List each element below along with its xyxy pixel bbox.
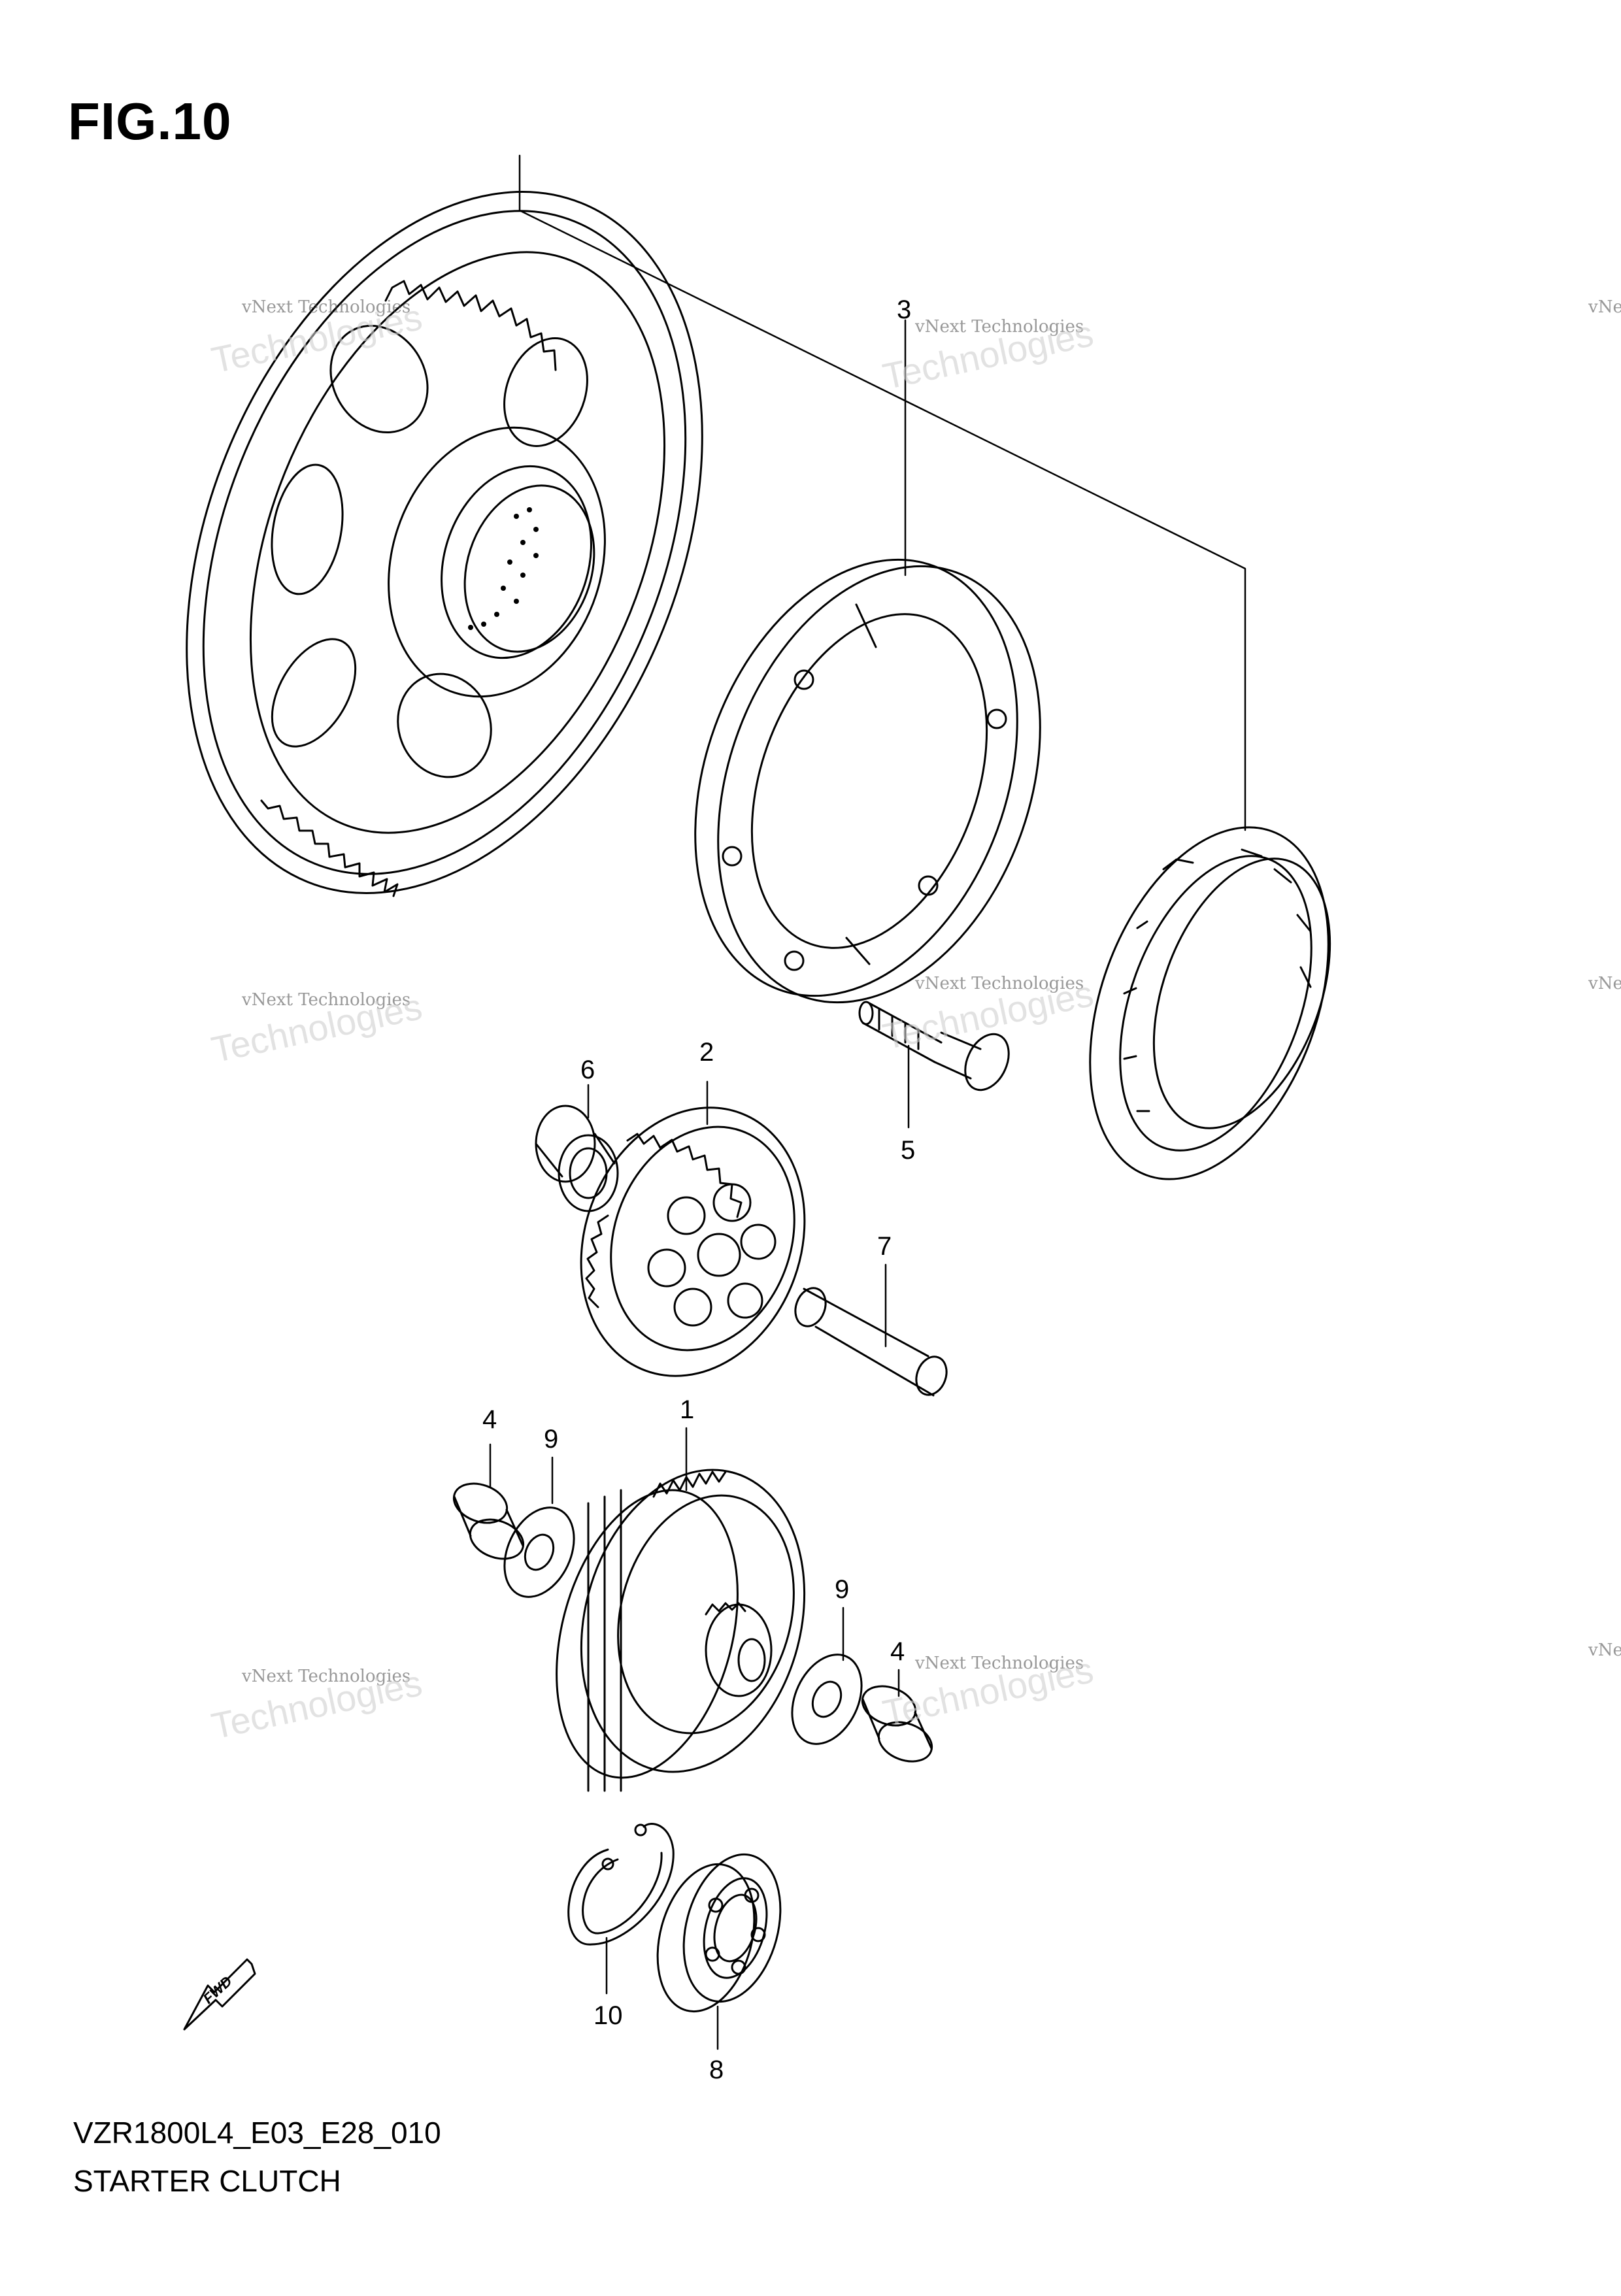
callout-label: 3: [897, 295, 912, 324]
bearing-drawing: [656, 1853, 782, 2013]
circlip-drawing: [567, 1823, 675, 1946]
callout-label: 4: [890, 1637, 905, 1666]
idle-gear-drawing: [580, 1106, 806, 1377]
callout-label: 10: [593, 2001, 623, 2030]
diagram-code: VZR1800L4_E03_E28_010: [73, 2116, 441, 2150]
callout-label: 8: [709, 2055, 724, 2084]
watermark-text: vNext: [1588, 974, 1621, 993]
washer-right-drawing: [791, 1654, 863, 1745]
callout-label: 4: [482, 1405, 497, 1434]
callout-label: 5: [901, 1136, 916, 1165]
bracket-line: [518, 154, 1246, 831]
callout-label: 7: [877, 1232, 892, 1261]
callout-label: 9: [544, 1425, 559, 1454]
shaft-drawing: [794, 1287, 948, 1397]
bushing-left-drawing: [452, 1482, 525, 1560]
clutch-holder-drawing: [694, 558, 1041, 1004]
callout-label: 9: [835, 1575, 850, 1604]
callout-label: 1: [680, 1395, 695, 1424]
watermark-text: vNext: [1588, 1640, 1621, 1660]
watermark-text: vNext Technologies: [242, 1667, 411, 1686]
fwd-arrow-icon: [183, 1958, 256, 2031]
watermark-text: vNext Technologies: [915, 974, 1084, 993]
watermark-text: vNext Technologies: [242, 990, 411, 1010]
bushing-right-drawing: [861, 1685, 933, 1763]
washer-left-drawing: [503, 1506, 575, 1598]
clutch-drum-drawing: [556, 1469, 806, 1792]
diagram-caption: STARTER CLUTCH: [73, 2164, 341, 2198]
watermark-text: vNext Technologies: [242, 297, 411, 317]
watermark-text: vNext: [1588, 297, 1621, 317]
starter-driven-gear-drawing: [186, 191, 703, 897]
one-way-clutch-drawing: [1089, 826, 1331, 1180]
callout-label: 2: [699, 1038, 714, 1067]
bolt-drawing: [858, 1001, 1010, 1091]
figure-title: FIG.10: [68, 92, 232, 150]
callout-label: 6: [580, 1056, 595, 1084]
watermark-text: vNext Technologies: [915, 1654, 1084, 1673]
watermark-text: vNext Technologies: [915, 317, 1084, 337]
bushing-drawing: [535, 1105, 619, 1212]
